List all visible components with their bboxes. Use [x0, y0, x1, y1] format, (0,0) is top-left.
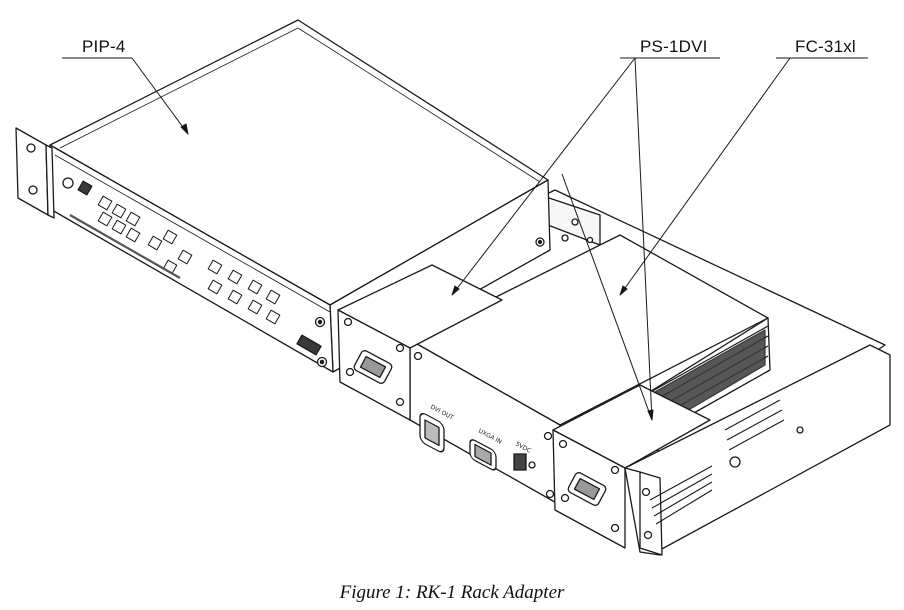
left-rack-ear [15, 127, 55, 219]
right-rack-ear [624, 344, 891, 556]
dvi-out-port [419, 412, 445, 453]
fc-31xl-unit: DVI OUT UXGA IN 5VDC [409, 234, 771, 506]
uxga-in-port [469, 439, 497, 471]
dc-power-port [513, 453, 536, 471]
figure-caption: Figure 1: RK-1 Rack Adapter [339, 582, 565, 603]
fc-31xl-label: FC-31xl [795, 37, 856, 56]
ps-1dvi-label: PS-1DVI [640, 37, 708, 56]
callout-lines [62, 57, 868, 421]
pip-4-label: PIP-4 [82, 37, 126, 56]
ps-1dvi-unit-left [337, 264, 503, 421]
ps-1dvi-unit-right [552, 384, 711, 549]
